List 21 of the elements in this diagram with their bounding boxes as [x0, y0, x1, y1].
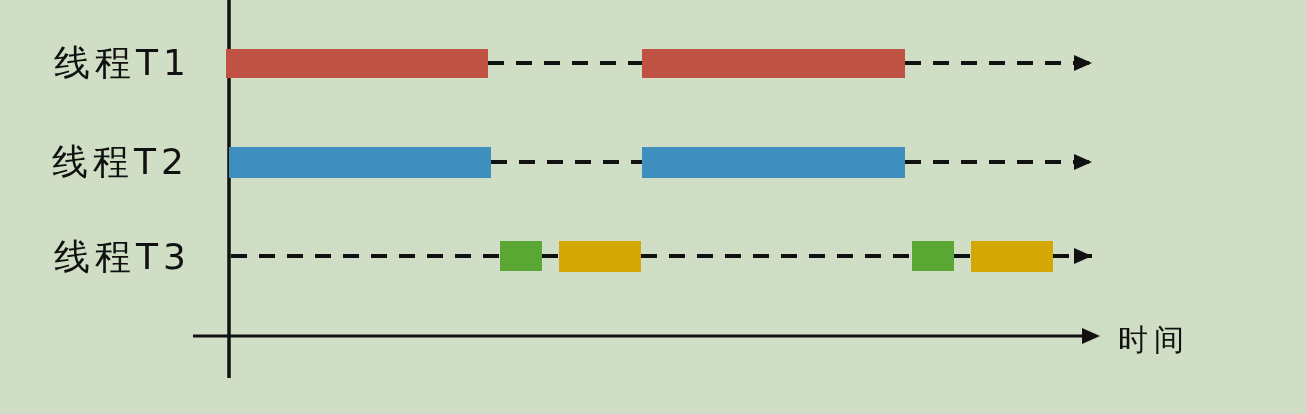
- thread-label: 线程T3: [54, 237, 191, 277]
- dashed-arrow: [905, 55, 1092, 71]
- dashed-line: [491, 160, 642, 164]
- time-slice-bar: [229, 147, 491, 178]
- thread-label: 线程T1: [54, 43, 191, 83]
- dashed-arrow: [905, 154, 1092, 170]
- dashed-line: [641, 254, 912, 258]
- time-slice-bar: [559, 241, 641, 272]
- time-slice-bar: [500, 241, 542, 271]
- time-slice-bar: [642, 49, 905, 78]
- dashed-line: [231, 254, 500, 258]
- time-slice-bar: [226, 49, 488, 78]
- time-slice-bar: [971, 241, 1053, 272]
- dashed-arrow: [1053, 248, 1092, 264]
- axis-label: 时间: [1118, 322, 1190, 358]
- dashed-line: [542, 254, 559, 258]
- thread-label: 线程T2: [52, 142, 189, 182]
- time-slice-bar: [912, 241, 954, 271]
- dashed-line: [488, 61, 642, 65]
- dashed-line: [954, 254, 971, 258]
- time-slice-bar: [642, 147, 905, 178]
